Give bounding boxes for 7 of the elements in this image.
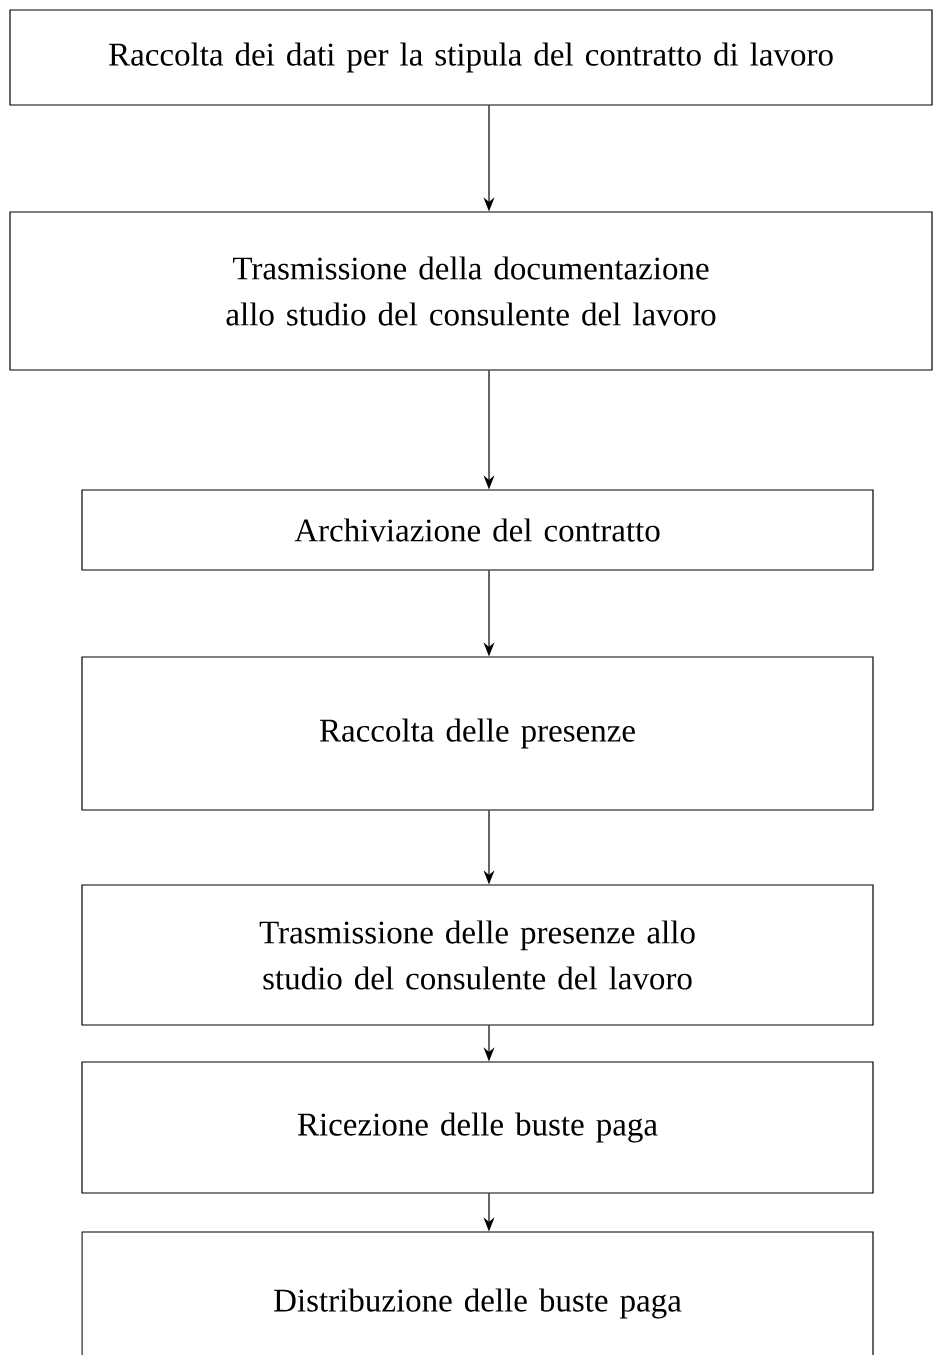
process-box: Ricezione delle buste paga [81, 1061, 874, 1194]
process-box: Archiviazione del contratto [81, 489, 874, 571]
process-box: Raccolta dei dati per la stipula del contratto di lavoro [9, 9, 933, 106]
process-box: Trasmissione della documentazione allo studio del consulente del lavoro [9, 211, 933, 371]
process-box: Distribuzione delle buste paga [81, 1231, 874, 1355]
process-box: Trasmissione delle presenze allo studio del consulente del lavoro [81, 884, 874, 1026]
process-box: Raccolta delle presenze [81, 656, 874, 811]
